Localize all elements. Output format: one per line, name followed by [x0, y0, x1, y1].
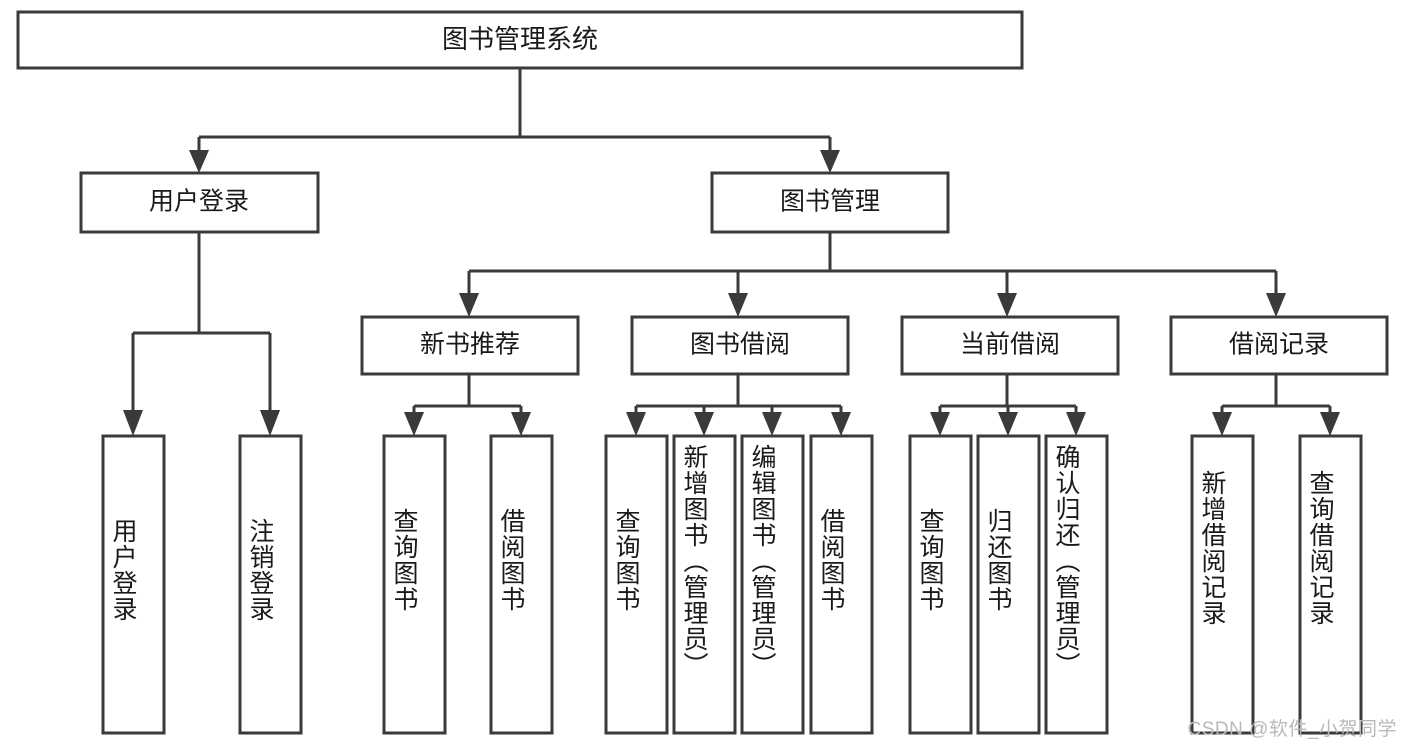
arrow-head-leaf-borrow-book-2 — [831, 412, 851, 436]
leaf-box-borrow-book-2[interactable] — [809, 434, 874, 735]
node-book-borrow-box[interactable] — [630, 315, 850, 376]
arrow-head-leaf-add-record — [1212, 412, 1232, 436]
connector-group-user-login — [123, 232, 280, 436]
csdn-watermark: CSDN @软件_小贺同学 — [1187, 719, 1397, 740]
arrow-head-book-borrow — [728, 293, 748, 317]
arrow-head-leaf-query-record — [1320, 412, 1340, 436]
connector-group-current-borrow — [930, 374, 1086, 436]
node-book-manage[interactable]: 图书管理 — [710, 171, 950, 234]
leaf-box-query-book-2[interactable] — [604, 434, 669, 735]
arrow-head-leaf-return-book — [998, 412, 1018, 436]
node-new-book-recommend-box[interactable] — [360, 315, 580, 376]
arrow-head-leaf-logout — [260, 410, 280, 436]
connector-group-book-manage — [459, 232, 1286, 317]
leaf-box-edit-book[interactable] — [740, 434, 805, 735]
node-root[interactable]: 图书管理系统 — [16, 10, 1024, 70]
arrow-head-leaf-borrow-book-1 — [511, 412, 531, 436]
node-book-manage-box[interactable] — [710, 171, 950, 234]
node-current-borrow[interactable]: 当前借阅 — [900, 315, 1120, 376]
leaf-box-confirm-return[interactable] — [1044, 434, 1109, 735]
node-book-borrow-label: 图书借阅 — [690, 331, 790, 359]
node-book-manage-label: 图书管理 — [780, 188, 880, 216]
node-borrow-record-box[interactable] — [1169, 315, 1389, 376]
node-user-login-label: 用户登录 — [149, 188, 249, 216]
connector-group-root — [189, 68, 840, 173]
leaf-box-query-book-1[interactable] — [382, 434, 447, 735]
connector-group-book-borrow — [626, 374, 851, 436]
leaf-box-borrow-book-1[interactable] — [489, 434, 554, 735]
node-user-login-box[interactable] — [79, 171, 320, 234]
connector-group-new-book-recommend — [404, 374, 531, 436]
leaf-box-return-book[interactable] — [976, 434, 1041, 735]
node-current-borrow-box[interactable] — [900, 315, 1120, 376]
node-book-borrow[interactable]: 图书借阅 — [630, 315, 850, 376]
node-user-login[interactable]: 用户登录 — [79, 171, 320, 234]
arrow-head-borrow-record — [1266, 293, 1286, 317]
arrow-head-new-book-recommend — [459, 293, 479, 317]
leaf-box-user-login[interactable] — [101, 434, 166, 735]
node-root-label: 图书管理系统 — [442, 24, 598, 54]
arrow-head-leaf-query-book-1 — [404, 412, 424, 436]
leaf-box-add-record[interactable] — [1190, 434, 1255, 735]
arrow-head-leaf-confirm-return — [1066, 412, 1086, 436]
node-new-book-recommend-label: 新书推荐 — [420, 331, 520, 359]
arrow-head-user-login — [189, 150, 209, 173]
leaf-box-query-record[interactable] — [1298, 434, 1363, 735]
arrow-head-leaf-edit-book — [762, 412, 782, 436]
arrow-head-current-borrow — [997, 293, 1017, 317]
node-borrow-record-label: 借阅记录 — [1229, 331, 1329, 359]
node-current-borrow-label: 当前借阅 — [960, 331, 1060, 359]
leaf-box-query-book-3[interactable] — [908, 434, 973, 735]
connector-group-borrow-record — [1212, 374, 1340, 436]
arrow-head-leaf-user-login — [123, 410, 143, 436]
arrow-head-leaf-query-book-3 — [930, 412, 950, 436]
arrow-head-book-manage — [820, 150, 840, 173]
node-root-box[interactable] — [16, 10, 1024, 70]
arrow-head-leaf-query-book-2 — [626, 412, 646, 436]
arrow-head-leaf-add-book — [694, 412, 714, 436]
node-new-book-recommend[interactable]: 新书推荐 — [360, 315, 580, 376]
leaf-box-logout[interactable] — [238, 434, 303, 735]
leaf-box-add-book[interactable] — [672, 434, 737, 735]
node-borrow-record[interactable]: 借阅记录 — [1169, 315, 1389, 376]
